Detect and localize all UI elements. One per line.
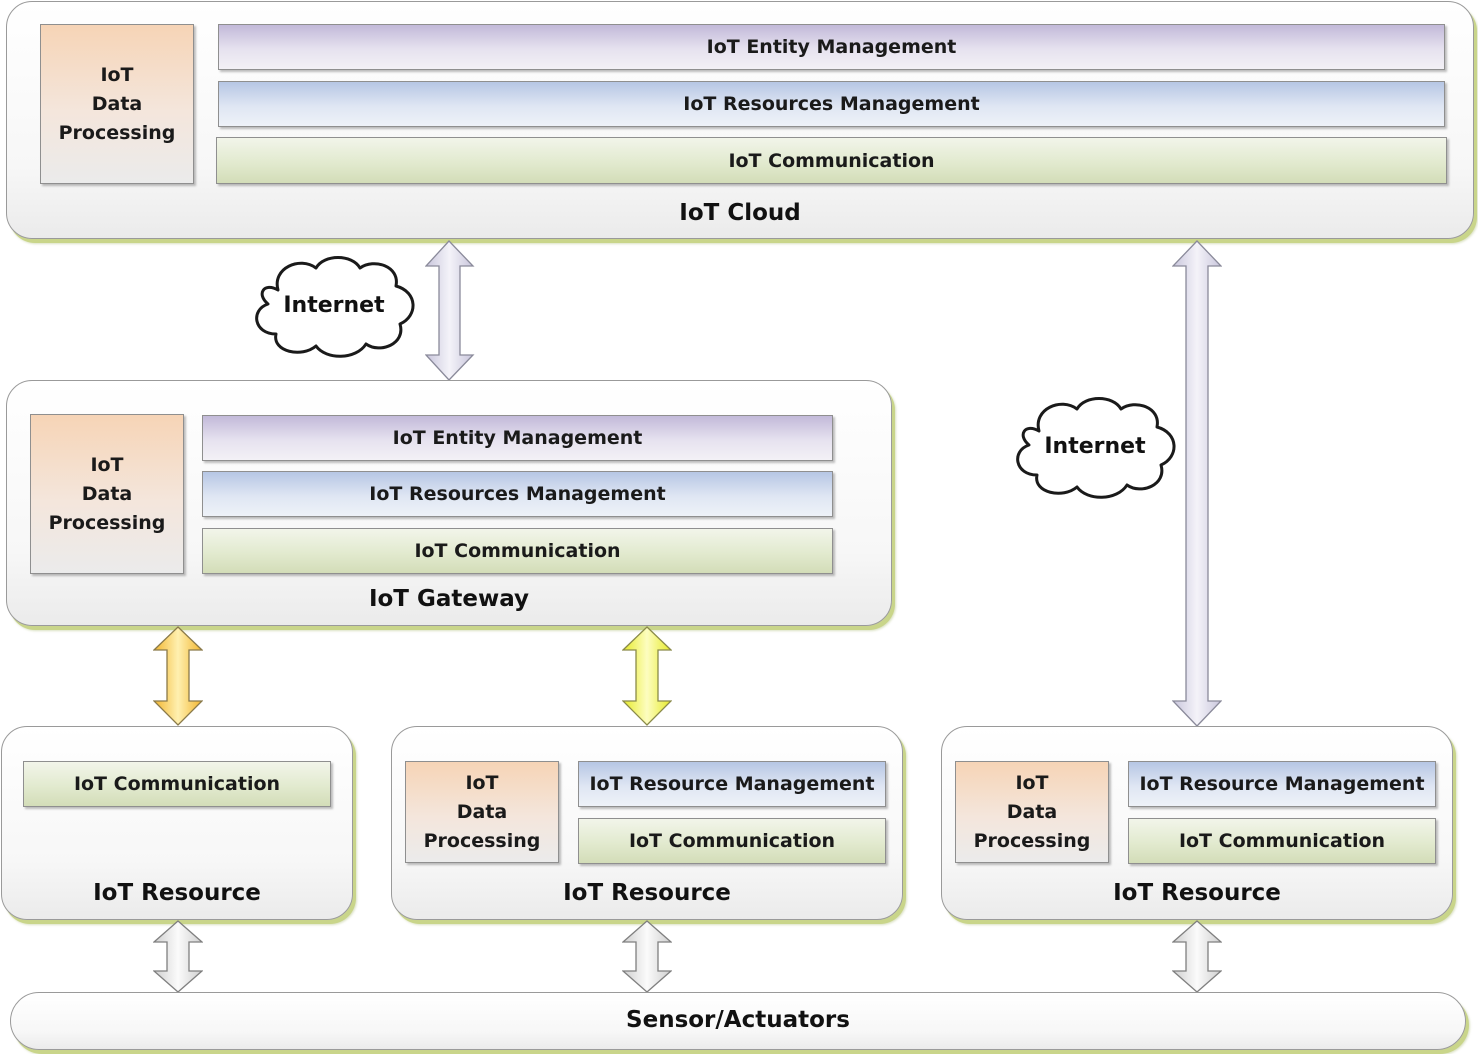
gateway-resources-management-block: IoT Resources Management <box>202 471 833 517</box>
iot-resource-panel: IoT Communication IoT Resource <box>1 726 353 920</box>
resource-communication-block: IoT Communication <box>1128 818 1436 864</box>
gateway-communication-block: IoT Communication <box>202 528 833 574</box>
cloud-gateway-arrow-icon <box>425 240 475 381</box>
gateway-tier-title: IoT Gateway <box>368 586 530 612</box>
cloud-resources-management-block: IoT Resources Management <box>218 81 1445 127</box>
resource-communication-block: IoT Communication <box>23 761 331 807</box>
resource-sensor-arrow-icon <box>622 920 672 993</box>
resource-management-block: IoT Resource Management <box>1128 761 1436 807</box>
sensor-actuators-bar: Sensor/Actuators <box>10 992 1466 1050</box>
internet-cloud-icon <box>1016 397 1176 499</box>
resource-management-block: IoT Resource Management <box>578 761 886 807</box>
cloud-resource-arrow-icon <box>1172 240 1222 727</box>
gateway-entity-management-block: IoT Entity Management <box>202 415 833 461</box>
resource-title: IoT Resource <box>93 880 261 906</box>
sensor-actuators-label: Sensor/Actuators <box>626 1007 850 1033</box>
gateway-data-processing-block: IoT Data Processing <box>30 414 184 574</box>
cloud-tier-title: IoT Cloud <box>679 200 801 226</box>
resource-title: IoT Resource <box>1113 880 1281 906</box>
cloud-entity-management-block: IoT Entity Management <box>218 24 1445 70</box>
gateway-resource-arrow-icon <box>153 626 203 726</box>
cloud-data-processing-block: IoT Data Processing <box>40 24 194 184</box>
resource-title: IoT Resource <box>563 880 731 906</box>
iot-resource-panel: IoT Data Processing IoT Resource Managem… <box>391 726 903 920</box>
iot-gateway-panel: IoT Data Processing IoT Entity Managemen… <box>6 380 892 626</box>
resource-data-processing-block: IoT Data Processing <box>955 761 1109 863</box>
cloud-communication-block: IoT Communication <box>216 137 1447 184</box>
iot-cloud-panel: IoT Data Processing IoT Entity Managemen… <box>6 1 1474 239</box>
resource-sensor-arrow-icon <box>1172 920 1222 993</box>
internet-label: Internet <box>283 293 385 318</box>
resource-communication-block: IoT Communication <box>578 818 886 864</box>
internet-cloud-icon <box>255 256 415 358</box>
iot-resource-panel: IoT Data Processing IoT Resource Managem… <box>941 726 1453 920</box>
resource-sensor-arrow-icon <box>153 920 203 993</box>
gateway-resource-arrow-icon <box>622 626 672 726</box>
internet-label: Internet <box>1044 434 1146 459</box>
resource-data-processing-block: IoT Data Processing <box>405 761 559 863</box>
